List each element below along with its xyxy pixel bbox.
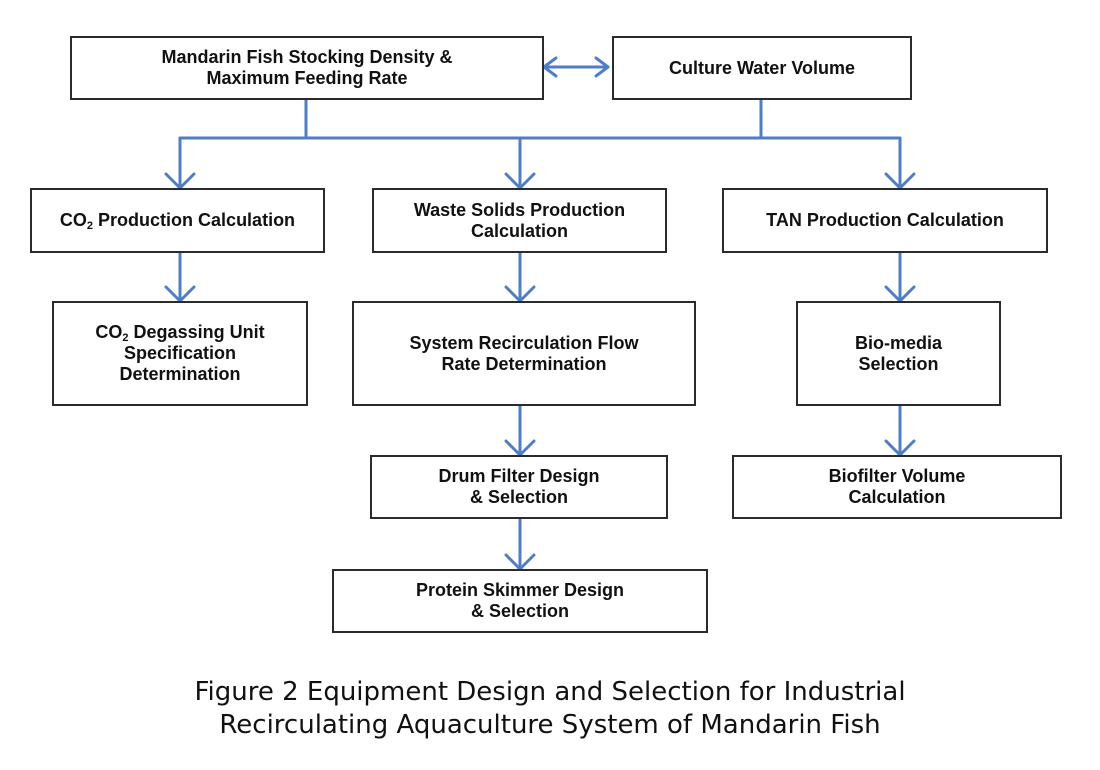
co2-degassing-box: CO2 Degassing Unit Specification Determi… — [52, 301, 308, 406]
co2-degassing-subscript: 2 — [122, 332, 129, 344]
co2-degassing-suffix: Degassing Unit — [128, 322, 265, 342]
tan-production-box: TAN Production Calculation — [722, 188, 1048, 253]
figure-caption-line-1: Figure 2 Equipment Design and Selection … — [194, 677, 906, 707]
recirculation-flow-line-2: Rate Determination — [441, 353, 607, 374]
protein-skimmer-box: Protein Skimmer Design & Selection — [332, 569, 708, 633]
waste-solids-line-2: Calculation — [470, 220, 568, 241]
co2-degassing-line-1: CO2 Degassing Unit — [95, 322, 265, 344]
co2-degassing-prefix: CO — [95, 322, 123, 342]
tan-production-label: TAN Production Calculation — [766, 210, 1004, 230]
drum-filter-box: Drum Filter Design & Selection — [370, 455, 668, 519]
culture-water-volume-box: Culture Water Volume — [612, 36, 912, 100]
biofilter-volume-line-2: Calculation — [848, 487, 946, 507]
stocking-density-box: Mandarin Fish Stocking Density & Maximum… — [70, 36, 544, 100]
co2-production-subscript: 2 — [86, 220, 94, 232]
arrowhead-right — [594, 56, 610, 78]
stocking-density-line-2: Maximum Feeding Rate — [206, 68, 408, 88]
co2-degassing-line-3: Determination — [119, 364, 241, 384]
biofilter-volume-line-1: Biofilter Volume — [828, 466, 966, 486]
biomedia-box: Bio-media Selection — [796, 301, 1001, 406]
drum-filter-line-2: & Selection — [469, 487, 569, 507]
biomedia-line-2: Selection — [858, 353, 939, 374]
co2-production-prefix: CO — [59, 210, 87, 230]
figure-caption-line-2: Recirculating Aquaculture System of Mand… — [219, 710, 881, 740]
culture-water-volume-label: Culture Water Volume — [668, 57, 856, 78]
arrowhead-left — [542, 56, 558, 78]
co2-degassing-line-2: Specification — [123, 343, 237, 363]
stocking-density-line-1: Mandarin Fish Stocking Density & — [161, 47, 453, 67]
waste-solids-line-1: Waste Solids Production — [413, 199, 626, 220]
figure-caption: Figure 2 Equipment Design and Selection … — [0, 676, 1100, 742]
protein-skimmer-line-2: & Selection — [470, 601, 570, 621]
biofilter-volume-box: Biofilter Volume Calculation — [732, 455, 1062, 519]
co2-production-box: CO2 Production Calculation — [30, 188, 325, 253]
recirculation-flow-box: System Recirculation Flow Rate Determina… — [352, 301, 696, 406]
drum-filter-line-1: Drum Filter Design — [438, 466, 600, 486]
co2-production-suffix: Production Calculation — [93, 210, 296, 230]
protein-skimmer-line-1: Protein Skimmer Design — [415, 580, 625, 600]
waste-solids-box: Waste Solids Production Calculation — [372, 188, 667, 253]
co2-production-label: CO2 Production Calculation — [59, 210, 296, 232]
biomedia-line-1: Bio-media — [854, 332, 942, 353]
recirculation-flow-line-1: System Recirculation Flow — [409, 332, 639, 353]
